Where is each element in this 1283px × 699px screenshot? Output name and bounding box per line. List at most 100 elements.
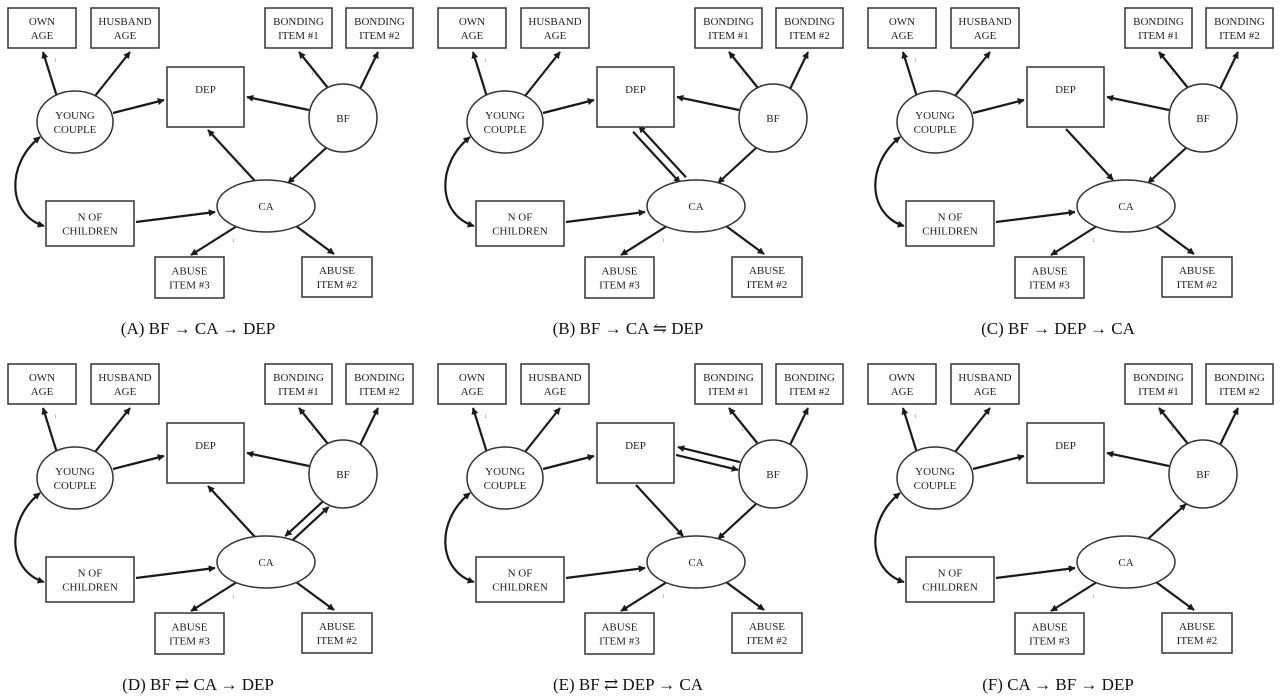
node-label: AGE (544, 30, 567, 42)
caption-F: (F) CA → BF → DEP (982, 675, 1134, 694)
edge-bf-to-bonding-item-2 (359, 51, 379, 90)
node-label: ITEM #1 (278, 30, 319, 42)
node-label: ITEM #2 (789, 30, 830, 42)
node-label: ITEM #1 (708, 386, 749, 398)
node-label: ITEM #2 (359, 30, 400, 42)
node-label: ITEM #3 (169, 280, 210, 292)
fixed-loading-mark: 1 (232, 595, 235, 600)
node-label: N OF (78, 212, 103, 224)
edge-young-couple-to-own-age (471, 51, 490, 101)
node-label: ITEM #2 (747, 635, 788, 647)
node-label: CA (258, 557, 273, 569)
edge-ca-to-dep (207, 485, 256, 538)
edge-dep-to-ca (632, 130, 681, 184)
node-abuse2-box (1161, 612, 1233, 654)
node-young-couple-ellipse (466, 446, 544, 510)
node-label: BONDING (354, 372, 405, 384)
node-label: YOUNG (485, 466, 525, 478)
edge-ca-to-abuse-item-3 (620, 225, 668, 256)
node-young-couple-ellipse (896, 90, 974, 154)
node-label: BF (1196, 113, 1209, 125)
edge-dep-to-bf (675, 453, 739, 472)
edge-young-couple-to-husband-age (954, 51, 991, 97)
edge-bf-to-ca (284, 500, 325, 537)
node-label: DEP (195, 84, 216, 96)
node-abuse2: ABUSE ITEM #2 (731, 612, 803, 654)
node-label: HUSBAND (98, 372, 151, 384)
node-young-couple-ellipse (36, 90, 114, 154)
node-label: CHILDREN (922, 226, 978, 238)
edge-ca-to-abuse-item-3 (190, 581, 238, 612)
edge-young-couple-to-husband-age (94, 51, 131, 97)
node-label: ITEM #2 (317, 279, 358, 291)
edge-bf-to-bonding-item-2 (789, 51, 809, 90)
node-label: BONDING (784, 372, 835, 384)
node-label: OWN (29, 16, 55, 28)
node-bonding2-box (1205, 7, 1274, 49)
fixed-loading-mark: 1 (662, 239, 665, 244)
node-label: CHILDREN (922, 582, 978, 594)
caption-B: (B) BF → CA ⇋ DEP (553, 319, 704, 338)
node-label: N OF (78, 568, 103, 580)
edge-young-couple-n-children-covariance (874, 492, 905, 584)
node-husband-age-box (520, 7, 590, 49)
node-label: COUPLE (54, 480, 97, 492)
node-abuse2-box (301, 256, 373, 298)
node-label: ABUSE (749, 621, 785, 633)
fixed-loading-mark: 1 (54, 59, 57, 64)
node-label: CHILDREN (492, 582, 548, 594)
node-abuse2-box (1161, 256, 1233, 298)
node-abuse3-box (154, 612, 225, 655)
edge-n-children-to-ca (995, 209, 1076, 224)
node-label: N OF (938, 568, 963, 580)
node-label: DEP (195, 440, 216, 452)
node-label: COUPLE (914, 480, 957, 492)
node-husband-age: HUSBAND AGE (520, 7, 590, 49)
edge-bf-to-ca (717, 503, 757, 540)
caption-A: (A) BF → CA → DEP (121, 319, 275, 338)
edge-n-children-to-ca (565, 565, 646, 580)
node-label: ITEM #2 (317, 635, 358, 647)
edge-young-couple-to-husband-age (94, 407, 131, 453)
node-bf-ellipse (738, 439, 808, 509)
node-label: HUSBAND (528, 16, 581, 28)
node-dep: DEP (1026, 66, 1105, 128)
edge-young-couple-to-husband-age (524, 407, 561, 453)
node-label: HUSBAND (958, 16, 1011, 28)
edge-bf-to-bonding-item-2 (789, 407, 809, 446)
node-bonding1: BONDING ITEM #1 (694, 363, 763, 405)
node-own-age-box (7, 363, 77, 405)
node-abuse3-box (1014, 612, 1085, 655)
node-label: ITEM #3 (169, 636, 210, 648)
fixed-loading-mark: 1 (914, 415, 917, 420)
node-ca: CA (1076, 535, 1176, 589)
node-dep-box (1026, 66, 1105, 128)
edge-bf-to-ca (717, 147, 757, 184)
fixed-loading-mark: 1 (1092, 239, 1095, 244)
edge-bf-to-dep (677, 445, 741, 464)
node-label: AGE (31, 30, 54, 42)
node-label: ABUSE (1031, 266, 1067, 278)
edge-ca-to-bf (289, 506, 330, 543)
node-bonding1-box (1124, 363, 1193, 405)
edge-young-couple-n-children-covariance (14, 492, 45, 584)
edge-young-couple-to-own-age (471, 407, 490, 457)
node-label: BONDING (703, 372, 754, 384)
edge-ca-to-abuse-item-2 (725, 581, 765, 611)
node-label: HUSBAND (958, 372, 1011, 384)
edge-young-couple-to-husband-age (954, 407, 991, 453)
fixed-loading-mark: 1 (1171, 72, 1174, 77)
node-label: AGE (461, 30, 484, 42)
node-bonding1-box (694, 7, 763, 49)
node-label: CA (688, 557, 703, 569)
